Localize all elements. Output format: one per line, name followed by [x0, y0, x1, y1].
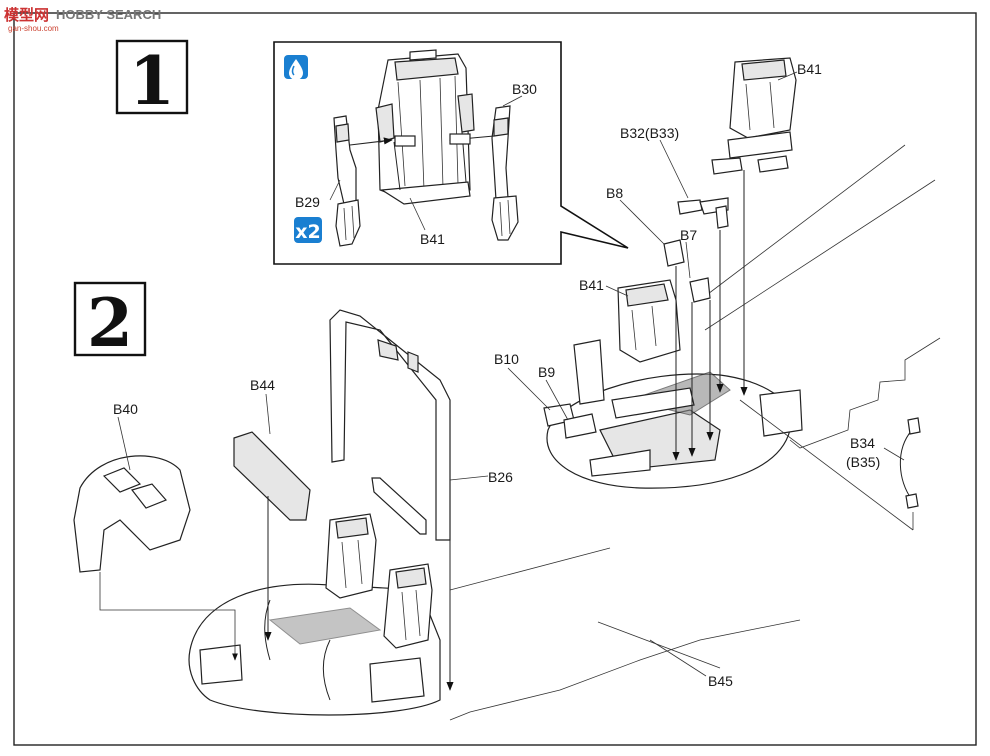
label-b41-top: B41 [797, 61, 822, 77]
watermark-site: gan-shou.com [8, 24, 59, 33]
svg-text:x2: x2 [295, 221, 320, 243]
seat-b41-detail [375, 49, 475, 205]
label-b8: B8 [606, 185, 623, 201]
label-b26: B26 [488, 469, 513, 485]
step-1-box: 1 [115, 39, 189, 120]
callout-box: x2 [273, 41, 629, 265]
make-two-icon: x2 [294, 217, 322, 243]
label-b7: B7 [680, 227, 697, 243]
label-b35: (B35) [846, 454, 880, 470]
label-b32-b33: B32(B33) [620, 125, 679, 141]
label-b41-callout: B41 [420, 231, 445, 247]
step-1-number: 1 [129, 42, 175, 120]
step-2-box: 2 [73, 281, 147, 362]
page-frame [13, 12, 977, 746]
label-b29: B29 [295, 194, 320, 210]
watermark-cn: 模型网 [4, 6, 49, 24]
label-b9: B9 [538, 364, 555, 380]
watermark-en: HOBBY SEARCH [56, 7, 161, 22]
part-b30-detail [491, 105, 519, 241]
label-b30: B30 [512, 81, 537, 97]
label-b41-mid: B41 [579, 277, 604, 293]
step2-assembly: B44 B40 B26 B45 [73, 309, 801, 721]
label-b40: B40 [113, 401, 138, 417]
step1-assembly: B41 B32(B33) B8 B7 B41 B10 B9 B34 (B35) [494, 57, 941, 531]
watermark: 模型网 HOBBY SEARCH gan-shou.com [4, 6, 161, 33]
label-b45: B45 [708, 673, 733, 689]
cement-drop-icon [284, 55, 308, 80]
label-b34: B34 [850, 435, 875, 451]
label-b10: B10 [494, 351, 519, 367]
label-b44: B44 [250, 377, 275, 393]
step-2-number: 2 [87, 284, 133, 362]
part-b29-detail [333, 115, 361, 247]
